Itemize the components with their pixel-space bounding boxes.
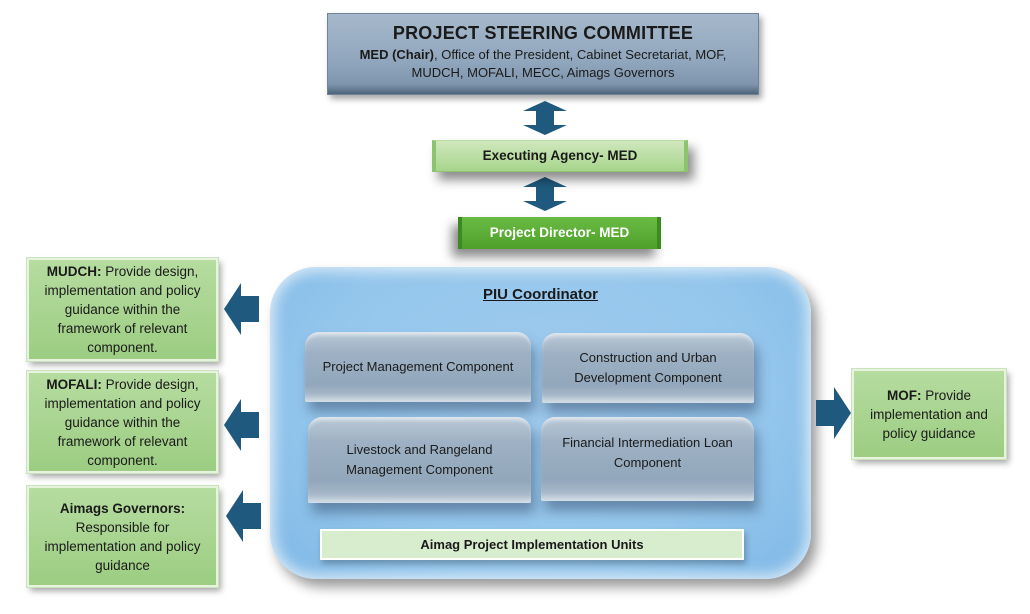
component-construction-urban: Construction and Urban Development Compo… — [542, 333, 754, 403]
aimags-governors-text: Responsible for implementation and polic… — [44, 519, 201, 573]
component-project-management: Project Management Component — [305, 332, 531, 402]
mudch-box: MUDCH: Provide design, implementation an… — [26, 257, 219, 362]
aimags-governors-box: Aimags Governors: Responsible for impleme… — [26, 485, 219, 588]
arrow-left-icon — [224, 399, 259, 451]
mofali-label: MOFALI: — [46, 376, 102, 392]
steering-committee-members: MED (Chair), Office of the President, Ca… — [328, 46, 758, 82]
mof-box: MOF: Provide implementation and policy g… — [851, 368, 1007, 460]
steering-committee-box: PROJECT STEERING COMMITTEE MED (Chair), … — [327, 13, 759, 95]
committee-members-line2: MUDCH, MOFALI, MECC, Aimags Governors — [411, 65, 675, 80]
mudch-text: Provide design, implementation and polic… — [44, 264, 201, 355]
project-director-box: Project Director- MED — [458, 217, 661, 249]
double-arrow-icon — [523, 177, 567, 211]
aimags-governors-label: Aimags Governors: — [59, 500, 186, 516]
committee-chair: MED (Chair) — [359, 47, 434, 62]
mofali-text: Provide design, implementation and polic… — [44, 376, 201, 468]
mudch-label: MUDCH: — [46, 264, 102, 279]
double-arrow-icon — [523, 101, 567, 135]
piu-coordinator-title: PIU Coordinator — [483, 286, 598, 303]
committee-members-line1: , Office of the President, Cabinet Secre… — [433, 47, 727, 62]
mofali-box: MOFALI: Provide design, implementation a… — [26, 370, 219, 474]
steering-committee-title: PROJECT STEERING COMMITTEE — [392, 23, 694, 43]
component-livestock-rangeland: Livestock and Rangeland Management Compo… — [308, 417, 531, 503]
piu-coordinator-panel: PIU Coordinator Project Management Compo… — [270, 267, 811, 579]
aimag-piu-box: Aimag Project Implementation Units — [320, 529, 744, 560]
mof-text: Provide implementation and policy guidan… — [870, 387, 988, 441]
arrow-right-icon — [816, 387, 851, 439]
arrow-left-icon — [226, 490, 261, 542]
executing-agency-box: Executing Agency- MED — [432, 140, 688, 172]
arrow-left-icon — [224, 283, 259, 335]
component-financial-intermediation: Financial Intermediation Loan Component — [541, 417, 754, 501]
mof-label: MOF: — [886, 387, 922, 403]
